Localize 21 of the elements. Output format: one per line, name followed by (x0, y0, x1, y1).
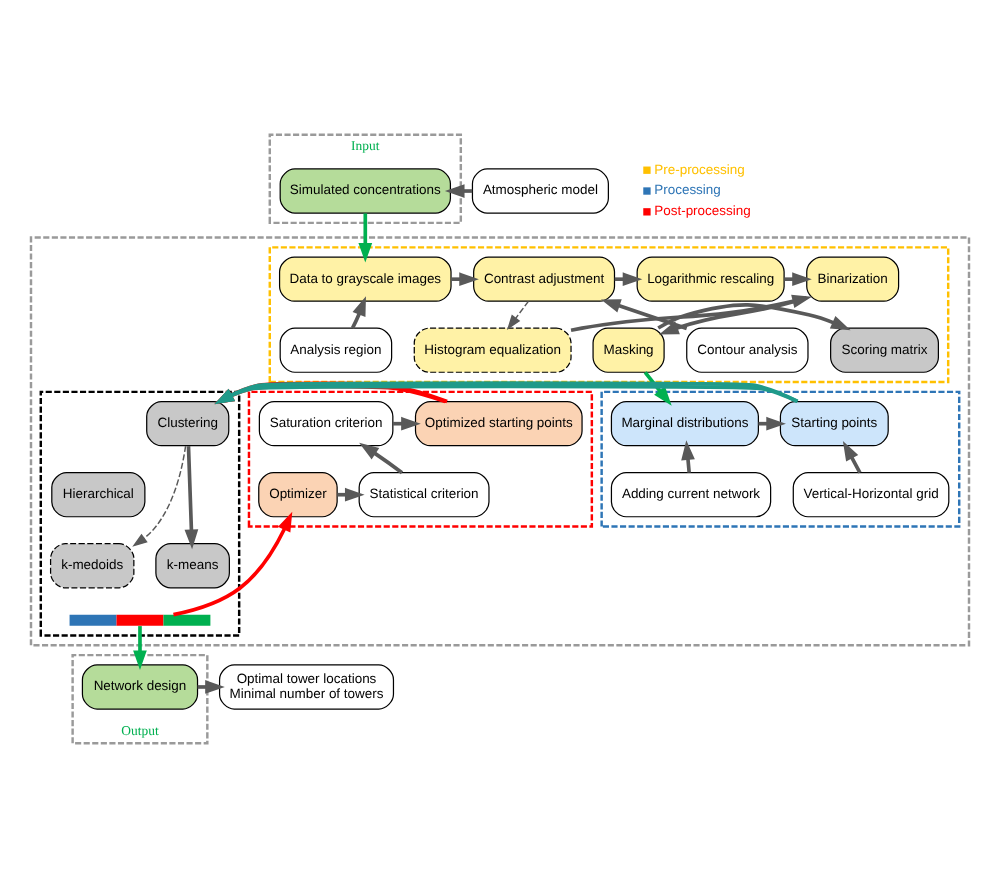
arrow (173, 510, 293, 616)
cluster (268, 245, 950, 383)
arrow (600, 298, 688, 330)
arrow (758, 415, 786, 430)
arrow (842, 439, 862, 473)
arrow (132, 444, 187, 546)
cluster (247, 389, 594, 527)
arrow (659, 294, 808, 334)
arrow (337, 486, 365, 501)
arrow (359, 441, 404, 474)
arrow (506, 299, 530, 329)
arrow (184, 445, 199, 549)
arrow (657, 302, 851, 330)
arrow (681, 439, 695, 472)
arrow (350, 295, 366, 328)
arrow (784, 271, 812, 286)
arrow (643, 370, 672, 405)
arrow (133, 625, 147, 670)
cluster (29, 235, 971, 646)
arrow (358, 212, 373, 262)
cluster (600, 389, 961, 527)
